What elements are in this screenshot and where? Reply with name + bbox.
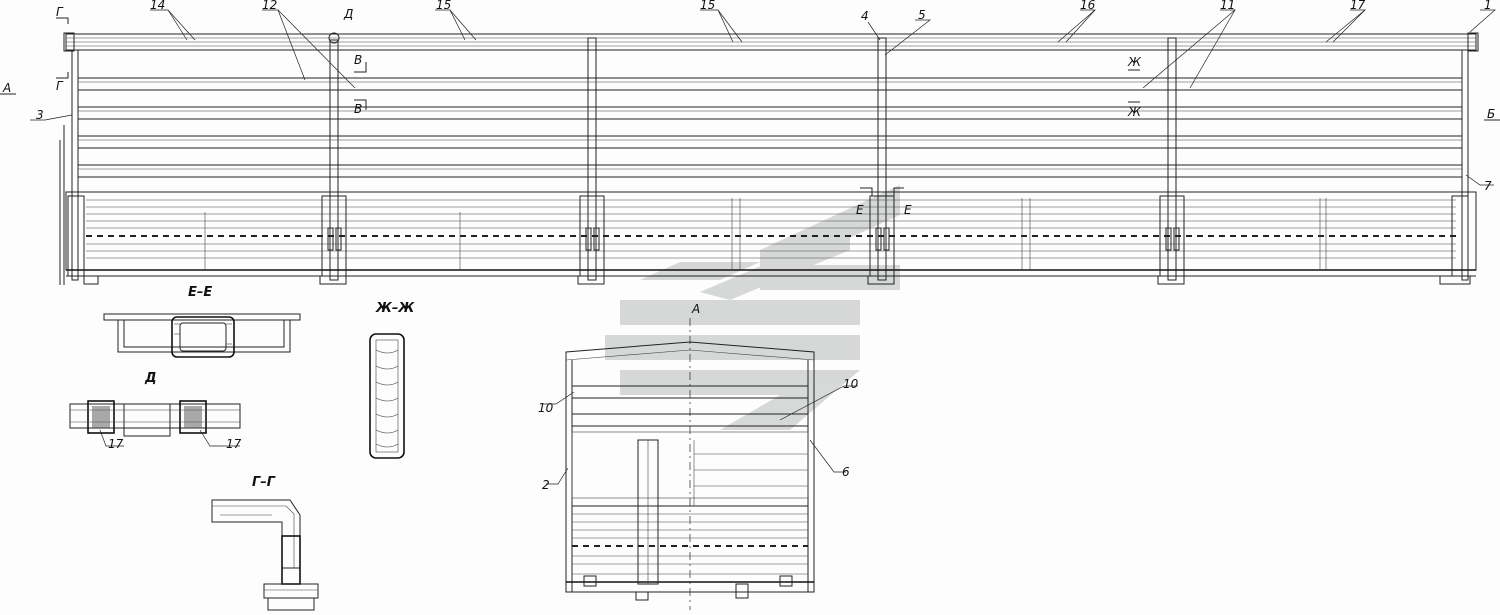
section-title-g-g: Г–Г <box>252 475 276 490</box>
marker-g-bottom: Г <box>56 79 64 93</box>
marker-b-right: Б <box>1487 107 1495 121</box>
section-title-zh-zh: Ж–Ж <box>375 301 415 316</box>
section-title-d: Д <box>144 371 157 386</box>
callout-15b: 16 <box>1080 0 1096 12</box>
marker-a-view: А <box>691 302 700 316</box>
marker-zh-bottom: Ж <box>1127 105 1142 119</box>
callout-13: 14 <box>150 0 165 12</box>
marker-v-top: В <box>354 53 362 67</box>
section-titles: Е–Е Ж–Ж Д Г–Г <box>144 285 415 490</box>
section-title-e-e: Е–Е <box>188 285 212 300</box>
callout-10a: 10 <box>538 401 554 415</box>
callout-17a: 17 <box>108 437 124 451</box>
marker-zh-top: Ж <box>1127 55 1142 69</box>
section-g-g <box>211 499 319 611</box>
callout-17b: 17 <box>226 437 242 451</box>
marker-g-top: Г <box>56 5 64 19</box>
marker-v-bottom: В <box>354 102 362 116</box>
marker-e-left: Е <box>856 203 864 217</box>
callout-11: 11 <box>1220 0 1235 12</box>
section-d <box>69 400 241 447</box>
callout-2: 2 <box>542 478 550 492</box>
section-zh-zh <box>369 333 405 459</box>
callout-14: 15 <box>436 0 451 12</box>
callout-4: 4 <box>861 9 869 23</box>
marker-e-right: Е <box>904 203 912 217</box>
view-a-end <box>542 318 858 610</box>
callout-3: 3 <box>36 108 44 122</box>
marker-d: Д <box>343 7 353 21</box>
callout-7: 7 <box>1484 179 1492 193</box>
callout-5: 5 <box>918 8 926 22</box>
marker-a-left: А <box>2 81 11 95</box>
side-view <box>59 32 1479 285</box>
callout-1: 1 <box>1484 0 1492 12</box>
posts <box>71 32 1469 281</box>
callout-12: 12 <box>262 0 277 12</box>
callout-16: 17 <box>1350 0 1366 12</box>
logo-watermark <box>605 185 900 430</box>
lower-board <box>65 191 1477 285</box>
upper-slats <box>77 77 1463 178</box>
leaders <box>0 9 1500 196</box>
callout-15a: 15 <box>700 0 715 12</box>
section-e-e <box>103 313 301 358</box>
callout-10b: 10 <box>843 377 859 391</box>
